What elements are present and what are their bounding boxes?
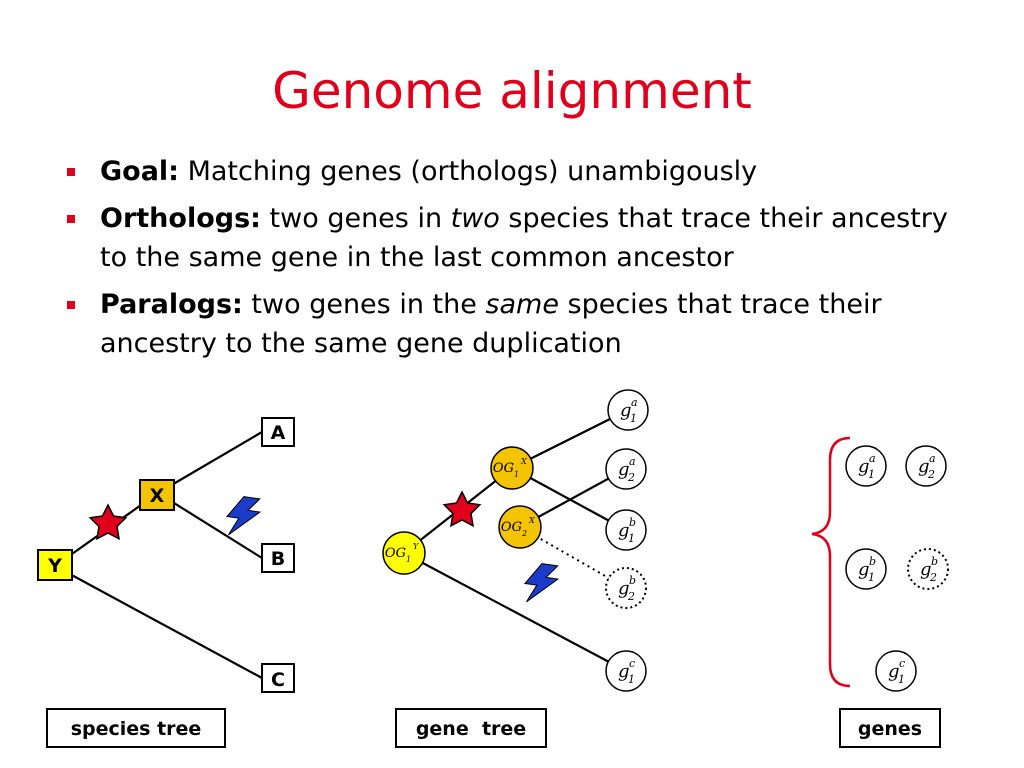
gene-tree-caption-box	[395, 708, 547, 748]
bullet-term: Paralogs:	[100, 289, 243, 320]
gene-g1b: g 1 b	[845, 548, 887, 590]
leaf-g1b: g 1 b	[605, 509, 647, 551]
gene-loss-lightning-icon	[523, 563, 560, 603]
node-og1y	[382, 531, 426, 575]
edge-x-b	[157, 492, 263, 559]
bullet-text: Matching genes (orthologs) unambigously	[187, 156, 758, 187]
bullet-emphasis: same	[485, 289, 559, 320]
gene-g1a: g 1 a	[845, 445, 887, 487]
bullet-marker	[67, 301, 75, 309]
svg-text:2: 2	[627, 590, 635, 603]
svg-text:a: a	[869, 452, 876, 465]
edge-x-a	[157, 431, 263, 494]
leaf-b	[261, 543, 295, 573]
node-og2x-sup: X	[528, 516, 535, 525]
leaf-c-label: C	[271, 669, 285, 691]
svg-text:g: g	[618, 459, 630, 480]
svg-text:a: a	[631, 396, 638, 409]
leaf-b-label: B	[271, 548, 285, 570]
duplication-star-icon	[88, 503, 128, 541]
bullet-marker	[67, 215, 75, 223]
leaf-a	[261, 417, 295, 447]
node-og1x	[490, 446, 534, 490]
node-og2x-label: OG2	[501, 520, 527, 538]
slide-title: Genome alignment	[272, 62, 752, 120]
edge-og1y-g1c	[403, 552, 627, 672]
svg-text:g: g	[858, 559, 870, 580]
svg-text:c: c	[899, 657, 905, 670]
leaf-a-label: A	[271, 422, 286, 444]
leaf-g1a: g 1 a	[607, 389, 649, 431]
svg-text:g: g	[620, 400, 632, 421]
species-tree-caption: species tree	[71, 718, 202, 740]
bullet-orthologs: Orthologs: two genes in two species that…	[62, 199, 962, 277]
bullet-text: species that trace their ancestry to the…	[100, 203, 948, 273]
svg-text:1: 1	[628, 532, 635, 545]
node-og2x	[498, 505, 542, 549]
bullet-goal: Goal: Matching genes (orthologs) unambig…	[62, 152, 962, 191]
svg-text:2: 2	[927, 468, 935, 481]
svg-text:2: 2	[627, 471, 635, 484]
genes-panel: g 1 a g 2 a g 1 b g 2 b g 1 c gen	[811, 436, 949, 748]
bullet-term: Orthologs:	[100, 203, 261, 234]
gene-tree-caption: gene tree	[416, 718, 526, 740]
node-og1y-label: OG1	[385, 546, 411, 564]
curly-brace	[811, 436, 851, 688]
gene-g2b-lost: g 2 b	[907, 548, 949, 590]
svg-text:g: g	[888, 661, 900, 682]
svg-text:1: 1	[868, 571, 875, 584]
svg-text:g: g	[618, 661, 630, 682]
gene-loss-lightning-icon	[225, 496, 262, 536]
node-og1x-label: OG1	[493, 461, 519, 479]
node-x-label: X	[150, 485, 165, 507]
bullet-text: two genes in the	[251, 289, 486, 320]
species-tree-caption-box	[46, 708, 226, 748]
leaf-g1c: g 1 c	[605, 650, 647, 692]
svg-text:g: g	[858, 456, 870, 477]
svg-text:a: a	[929, 452, 936, 465]
bullet-term: Goal:	[100, 156, 179, 187]
bullet-text: species that trace their ancestry to the…	[100, 289, 882, 359]
svg-text:2: 2	[929, 571, 937, 584]
gene-tree: OG1 Y OG1 X OG2 X g 1 a g 2 a g 1 b g	[382, 389, 649, 748]
bullet-emphasis: two	[450, 203, 500, 234]
leaf-c	[261, 663, 295, 693]
svg-text:1: 1	[868, 468, 875, 481]
node-og1x-sup: X	[520, 457, 527, 466]
svg-text:b: b	[931, 555, 938, 568]
svg-text:g: g	[920, 559, 932, 580]
svg-text:a: a	[629, 455, 636, 468]
svg-text:g: g	[618, 520, 630, 541]
edge-og2x-g2b-lost	[519, 526, 627, 589]
bullet-marker	[67, 168, 75, 176]
leaf-g2b-lost: g 2 b	[605, 567, 647, 609]
leaf-g2a: g 2 a	[605, 448, 647, 490]
svg-text:1: 1	[630, 412, 637, 425]
genes-caption: genes	[858, 718, 922, 740]
duplication-star-icon	[442, 490, 482, 528]
bullet-paralogs: Paralogs: two genes in the same species …	[62, 285, 962, 363]
svg-text:c: c	[629, 657, 635, 670]
gene-g1c: g 1 c	[875, 650, 917, 692]
svg-text:1: 1	[628, 673, 635, 686]
gene-g2a: g 2 a	[905, 445, 947, 487]
svg-text:g: g	[918, 456, 930, 477]
edge-y-c	[54, 565, 263, 679]
svg-text:b: b	[629, 516, 636, 529]
node-y-label: Y	[47, 555, 62, 577]
svg-text:b: b	[869, 555, 876, 568]
svg-text:g: g	[618, 578, 630, 599]
svg-text:b: b	[629, 574, 636, 587]
bullet-list: Goal: Matching genes (orthologs) unambig…	[62, 152, 962, 371]
node-og1y-sup: Y	[413, 542, 419, 551]
species-tree: X Y A B C species tree	[37, 417, 295, 748]
node-y	[37, 549, 73, 581]
node-x	[139, 479, 175, 511]
svg-text:1: 1	[898, 673, 905, 686]
genes-caption-box	[839, 708, 941, 748]
bullet-text: two genes in	[269, 203, 451, 234]
